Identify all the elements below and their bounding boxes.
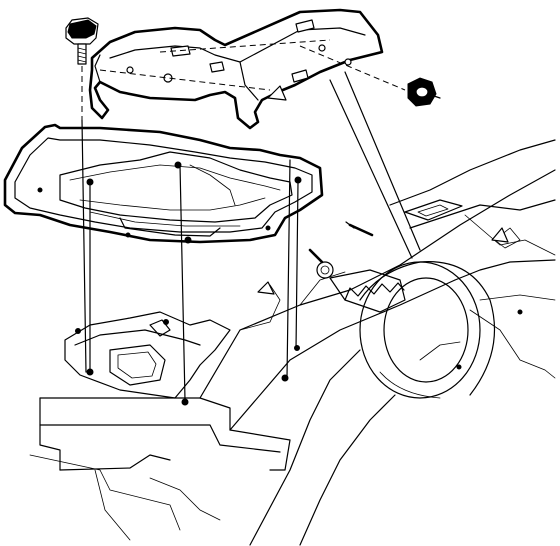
bracket — [88, 8, 509, 295]
vehicle-body-structure — [29, 139, 556, 546]
alignment-lines — [81, 39, 421, 401]
nut — [407, 77, 441, 107]
lower-mount-plate — [64, 311, 300, 406]
tray — [3, 123, 324, 244]
mounting-bolt — [65, 17, 99, 65]
